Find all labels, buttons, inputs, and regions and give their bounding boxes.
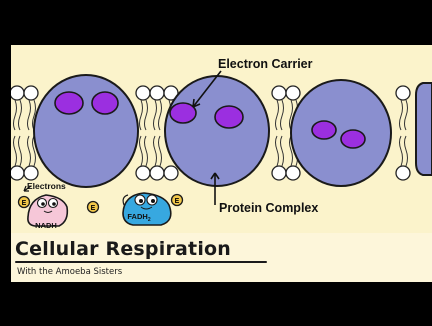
electron-carrier-dot: [92, 92, 118, 114]
electron-icon: E: [88, 202, 99, 213]
electron-carrier-dot: [55, 92, 83, 114]
electron-carrier-dot: [215, 106, 243, 128]
arrow-icon: [211, 173, 219, 205]
title-underline: [15, 261, 267, 263]
protein-complex-1: [34, 75, 138, 187]
electron-carrier-label: Electron Carrier: [218, 57, 312, 71]
protein-complex-4-partial: [416, 83, 432, 175]
electrons-label: Electrons: [27, 181, 66, 191]
protein-complex-2: [165, 76, 269, 186]
video-title: Cellular Respiration: [15, 238, 231, 260]
svg-text:E: E: [91, 205, 96, 212]
protein-complex-label: Protein Complex: [219, 201, 318, 215]
nadh-label: NADH: [35, 221, 57, 230]
svg-text:E: E: [22, 200, 27, 207]
electron-carrier-dot: [312, 121, 336, 139]
electron-icon: E: [19, 197, 30, 208]
svg-text:E: E: [175, 198, 180, 205]
electron-icon: E: [172, 195, 183, 206]
video-frame: E E NADH E FADH2 Electron Carrier Protei…: [11, 45, 432, 282]
protein-complex-3: [291, 80, 391, 186]
electron-carrier-dot: [170, 103, 196, 123]
electron-carrier-dot: [341, 130, 365, 148]
video-subtitle: With the Amoeba Sisters: [17, 267, 122, 277]
